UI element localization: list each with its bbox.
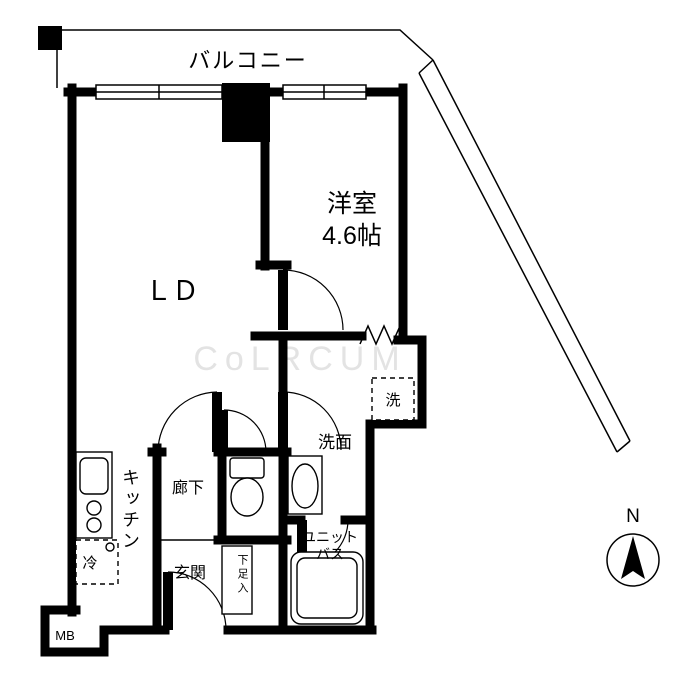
compass-circle (606, 533, 660, 587)
compass-north-label: N (626, 506, 640, 527)
washer-label: 洗 (385, 392, 400, 409)
shoe-cabinet (221, 545, 253, 615)
washroom-label: 洗面 (318, 433, 352, 452)
vanity-basin (291, 463, 319, 509)
wc-door-arc (223, 409, 267, 453)
openings (95, 83, 404, 346)
balcony-label: バルコニー (188, 48, 308, 73)
ld-label: ＬＤ (145, 276, 199, 306)
meter-box-label: MB (55, 628, 75, 643)
structural-pillar (222, 83, 270, 142)
bathtub-inner (296, 557, 358, 619)
lot-diagonal-cap-bottom (616, 440, 631, 453)
unitbath-label-line2: バス (316, 546, 344, 562)
western-room-label: 洋室 (327, 190, 377, 218)
balcony-outline-top (57, 29, 434, 61)
balcony-window-right-mullion (283, 85, 366, 99)
entrance-door-arc (167, 571, 227, 631)
kitchen-label: キッチン (120, 468, 140, 552)
unitbath-door-leaf (297, 520, 307, 566)
fridge-mark (105, 542, 115, 552)
ld-door-arc (157, 391, 218, 453)
folding-door-zigzag (359, 323, 404, 346)
wc-door-leaf (220, 410, 228, 452)
compass: N (606, 506, 660, 587)
wall-right-lower-nook (365, 335, 427, 635)
fixtures (75, 377, 415, 625)
kitchen-sink (79, 457, 109, 495)
stove-burner-2 (86, 517, 102, 533)
entrance-door-leaf (163, 572, 173, 630)
western-room-size-label: 4.6帖 (322, 222, 382, 250)
washroom-door-arc (282, 391, 342, 451)
compass-needle-icon (621, 536, 645, 579)
washroom-door-leaf (278, 392, 288, 448)
watermark: CoLRCUM (193, 340, 406, 378)
stove-burner-1 (86, 500, 102, 516)
unitbath-label-line1: ユニット (302, 529, 358, 545)
lot-diagonal-inner (418, 72, 618, 453)
room-labels: バルコニー 洋室 4.6帖 ＬＤ キッチン 廊下 玄関 下足入 洗面 洗 冷 ユ… (55, 48, 400, 643)
toilet-tank (229, 457, 265, 479)
western-room-door-arc (282, 269, 344, 331)
lot-diagonal-outer (432, 59, 631, 442)
ld-door-leaf (212, 392, 222, 452)
walls (40, 83, 427, 657)
wall-bottom-and-mb (40, 605, 377, 657)
wall-wc (213, 443, 292, 545)
wall-ld-western-divider (255, 133, 292, 271)
western-room-door-leaf (278, 270, 288, 330)
balcony-window-left-mullion (96, 85, 222, 99)
watermark-text: CoLRCUM (193, 340, 406, 378)
toilet-bowl (230, 477, 264, 517)
shoe-box-label: 下足入 (236, 554, 249, 596)
hallway-label: 廊下 (172, 479, 204, 497)
doors (157, 269, 349, 631)
washer-space (371, 377, 415, 421)
entrance-label: 玄関 (174, 564, 206, 582)
lot-diagonal-cap-top (418, 59, 434, 74)
fridge-label: 冷 (82, 555, 97, 572)
site-boundary (38, 26, 631, 453)
